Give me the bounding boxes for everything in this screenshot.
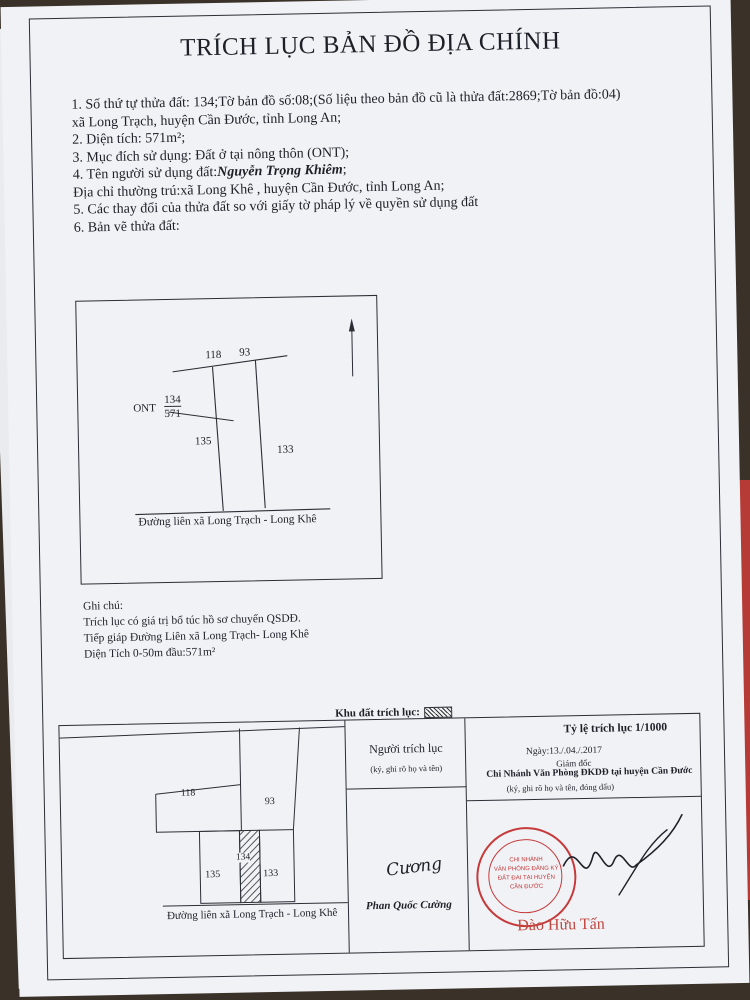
- land-use-code: ONT: [133, 402, 157, 415]
- signature-table: 118 93 134 135 133 Đường liên xã Long Tr…: [58, 712, 705, 960]
- parcel-drawing-svg: [135, 318, 355, 516]
- parcel-drawing: 118 93 ONT 134 571 135 133 Đường liên xã…: [75, 294, 383, 585]
- neighbor-93-label: 93: [239, 346, 251, 359]
- extractor-divider: [346, 786, 467, 790]
- parcel-area: 571: [164, 407, 182, 421]
- overview-133-label: 133: [263, 867, 279, 880]
- overview-134-hatched: [238, 829, 262, 904]
- overview-road-line: [162, 902, 348, 907]
- overview-118-top: [155, 784, 241, 795]
- road-boundary: [135, 508, 331, 516]
- parcel-label-leader: [168, 411, 234, 422]
- neighbor-135-label: 135: [194, 435, 212, 448]
- hatch-swatch: [423, 706, 452, 719]
- overview-118-label: 118: [180, 787, 196, 799]
- overview-118-outline: [155, 794, 242, 833]
- director-name: Đào Hữu Tấn: [517, 915, 605, 935]
- director-signature: [562, 813, 683, 896]
- parcel-number: 134: [164, 393, 181, 408]
- extractor-name: Phan Quốc Cường: [365, 898, 452, 913]
- extractor-signature: Cương: [385, 853, 444, 881]
- parcel-top-boundary: [172, 355, 288, 373]
- parcel-right-boundary: [254, 360, 266, 509]
- owner-name: Nguyễn Trọng Khiêm: [217, 162, 343, 180]
- overview-134-label: 134: [235, 852, 251, 863]
- owner-label: 4. Tên người sử dụng đất:: [72, 164, 218, 183]
- overview-93-right: [292, 727, 300, 830]
- neighbor-133-label: 133: [277, 443, 294, 456]
- overview-133-outline: [258, 829, 296, 903]
- overview-top-line: [59, 726, 345, 739]
- overview-135-label: 135: [205, 869, 221, 881]
- north-arrow-icon: [348, 318, 355, 332]
- document-frame: TRÍCH LỤC BẢN ĐỒ ĐỊA CHÍNH 1. Số thứ tự …: [28, 5, 730, 981]
- extractor-subtitle: (ký, ghi rõ họ và tên): [370, 762, 443, 775]
- owner-suffix: ;: [342, 162, 347, 178]
- overview-93-left: [238, 728, 242, 831]
- extractor-column: Người trích lục (ký, ghi rõ họ và tên) C…: [344, 718, 470, 953]
- parcel-left-boundary: [211, 367, 224, 511]
- neighbor-118-label: 118: [205, 348, 222, 362]
- overview-93-label: 93: [264, 795, 275, 808]
- extractor-heading: Người trích lục: [368, 740, 443, 757]
- parcel-info: 1. Số thứ tự thửa đất: 134;Tờ bản đồ số:…: [71, 86, 623, 237]
- notes-section: Ghi chú: Trích lục có giá trị bổ túc hồ …: [83, 594, 309, 662]
- overview-135-outline: [198, 830, 242, 904]
- signature-tail: [618, 828, 668, 896]
- director-column: Ngày:13./.04./.2017 Giám đốc Chi Nhánh V…: [464, 713, 705, 951]
- overview-map-svg: [59, 726, 348, 907]
- note-3: Diện Tích 0-50m đầu:571m²: [83, 646, 216, 661]
- signature-stroke: [562, 813, 683, 869]
- document-title: TRÍCH LỤC BẢN ĐỒ ĐỊA CHÍNH: [179, 27, 561, 62]
